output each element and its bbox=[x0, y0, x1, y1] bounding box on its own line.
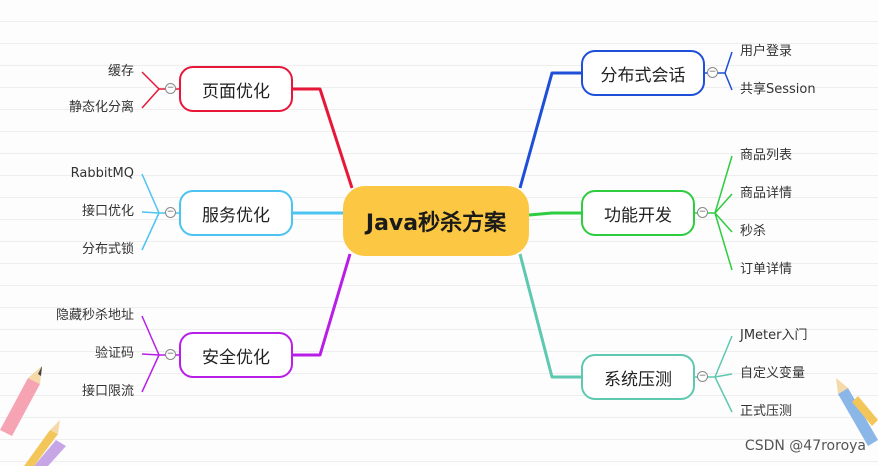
collapse-toggle-icon[interactable]: − bbox=[707, 67, 718, 78]
root-node[interactable]: Java秒杀方案 bbox=[343, 186, 529, 256]
leaf-connector bbox=[724, 51, 733, 74]
leaf-connector bbox=[714, 335, 733, 378]
leaf-node[interactable]: JMeter入门 bbox=[740, 328, 808, 343]
leaf-connector bbox=[141, 353, 160, 356]
branch-node[interactable]: 安全优化 bbox=[179, 332, 293, 378]
pencil-decoration-right bbox=[836, 378, 878, 446]
leaf-connector bbox=[141, 211, 160, 214]
leaf-node[interactable]: 静态化分离 bbox=[68, 100, 134, 115]
branch-node[interactable]: 分布式会话 bbox=[581, 50, 705, 96]
branch-connector bbox=[518, 253, 581, 379]
collapse-toggle-icon[interactable]: − bbox=[697, 207, 708, 218]
leaf-connector bbox=[714, 212, 733, 271]
branch-connector bbox=[293, 87, 354, 189]
leaf-connector bbox=[141, 212, 160, 251]
collapse-toggle-icon[interactable]: − bbox=[165, 83, 176, 94]
leaf-connector bbox=[714, 193, 733, 214]
leaf-node[interactable]: 分布式锁 bbox=[81, 242, 134, 257]
leaf-connector bbox=[714, 376, 733, 413]
leaf-node[interactable]: 商品详情 bbox=[740, 186, 793, 201]
pencil-decoration-left bbox=[0, 366, 66, 466]
branch-node[interactable]: 系统压测 bbox=[581, 354, 695, 400]
branch-node[interactable]: 功能开发 bbox=[581, 190, 695, 236]
branch-connector bbox=[528, 211, 581, 217]
leaf-node[interactable]: 秒杀 bbox=[740, 224, 767, 239]
leaf-connector bbox=[141, 71, 160, 90]
leaf-node[interactable]: 隐藏秒杀地址 bbox=[55, 308, 134, 323]
leaf-node[interactable]: 用户登录 bbox=[740, 44, 793, 59]
branch-connector bbox=[293, 253, 352, 357]
leaf-node[interactable]: 正式压测 bbox=[740, 404, 793, 419]
leaf-connector bbox=[724, 72, 733, 91]
leaf-connector bbox=[714, 212, 733, 233]
csdn-watermark: CSDN @47roroya bbox=[744, 438, 866, 454]
leaf-node[interactable]: 接口优化 bbox=[81, 204, 134, 219]
leaf-connector bbox=[141, 315, 160, 356]
branch-connector bbox=[518, 71, 581, 189]
leaf-connector bbox=[141, 173, 160, 214]
leaf-connector bbox=[714, 373, 733, 378]
collapse-toggle-icon[interactable]: − bbox=[165, 207, 176, 218]
leaf-node[interactable]: 接口限流 bbox=[81, 384, 134, 399]
collapse-toggle-icon[interactable]: − bbox=[165, 349, 176, 360]
leaf-connector bbox=[714, 155, 733, 214]
leaf-connector bbox=[141, 88, 160, 109]
leaf-node[interactable]: 订单详情 bbox=[740, 262, 793, 277]
collapse-toggle-icon[interactable]: − bbox=[697, 371, 708, 382]
leaf-node[interactable]: 缓存 bbox=[107, 64, 134, 79]
leaf-node[interactable]: RabbitMQ bbox=[70, 166, 134, 181]
branch-node[interactable]: 页面优化 bbox=[179, 66, 293, 112]
leaf-node[interactable]: 验证码 bbox=[94, 346, 134, 361]
leaf-node[interactable]: 商品列表 bbox=[740, 148, 793, 163]
leaf-node[interactable]: 自定义变量 bbox=[740, 366, 806, 381]
leaf-node[interactable]: 共享Session bbox=[740, 82, 816, 97]
branch-node[interactable]: 服务优化 bbox=[179, 190, 293, 236]
leaf-connector bbox=[141, 354, 160, 393]
